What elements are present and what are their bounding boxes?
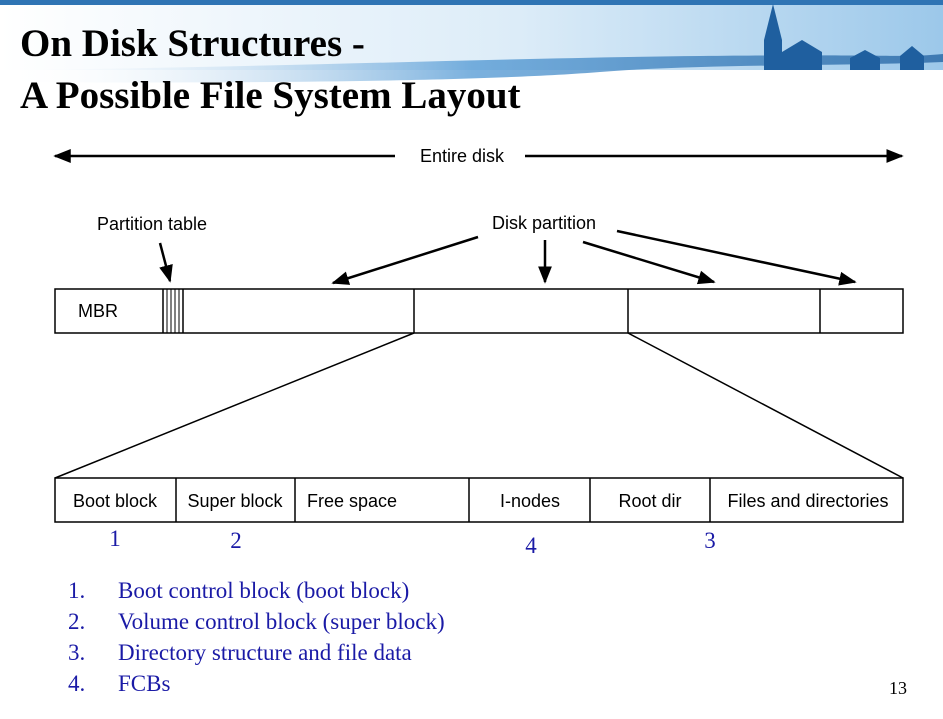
partition-table-arrow (158, 242, 173, 283)
legend-marker: 2. (68, 609, 86, 634)
block-number-files-and-directories: 3 (704, 528, 716, 553)
disk-partition-arrow-3 (582, 240, 716, 285)
disk-bar (54, 288, 904, 334)
page-number: 13 (889, 678, 907, 698)
slide-title-line-2: A Possible File System Layout (20, 74, 521, 117)
block-label-super-block: Super block (187, 491, 283, 511)
legend-marker: 4. (68, 671, 86, 696)
block-number-super-block: 2 (230, 528, 242, 553)
legend-marker: 3. (68, 640, 86, 665)
disk-partition-arrow-4 (616, 229, 857, 286)
zoom-line-right (627, 332, 904, 479)
partition-detail-bar (54, 477, 904, 523)
block-label-i-nodes: I-nodes (500, 491, 560, 511)
legend-marker: 1. (68, 578, 86, 603)
legend-text: FCBs (118, 671, 171, 696)
mbr-label: MBR (78, 301, 118, 321)
church-silhouette-icon (764, 4, 924, 70)
legend-text: Boot control block (boot block) (118, 578, 410, 603)
block-label-root-dir: Root dir (618, 491, 681, 511)
legend-text: Volume control block (super block) (118, 609, 445, 634)
block-number-boot-block: 1 (109, 526, 121, 551)
block-number-i-nodes: 4 (525, 533, 537, 558)
legend-item: 1. Boot control block (boot block) (68, 575, 445, 606)
block-label-free-space: Free space (307, 491, 397, 511)
title-banner (0, 0, 943, 83)
block-label-files-and-directories: Files and directories (727, 491, 888, 511)
slide-title-line-1: On Disk Structures - (20, 22, 365, 65)
zoom-line-left (54, 332, 415, 479)
block-label-boot-block: Boot block (73, 491, 158, 511)
disk-partition-arrow-1 (331, 235, 479, 285)
legend-item: 4. FCBs (68, 668, 445, 699)
legend-item: 3. Directory structure and file data (68, 637, 445, 668)
partition-table-label: Partition table (97, 214, 207, 234)
legend-list: 1. Boot control block (boot block) 2. Volu… (68, 575, 445, 699)
entire-disk-label: Entire disk (420, 146, 505, 166)
legend-text: Directory structure and file data (118, 640, 412, 665)
disk-partition-label: Disk partition (492, 213, 596, 233)
legend-item: 2. Volume control block (super block) (68, 606, 445, 637)
